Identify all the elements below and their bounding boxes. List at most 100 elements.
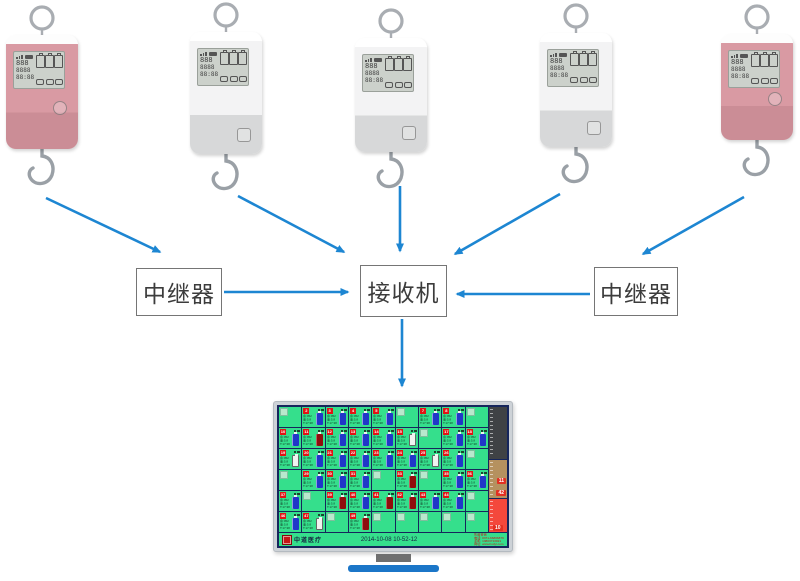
brand-logo (282, 534, 292, 545)
screen-footer: 中道医疗 2014-10-08 10-52-12 售前咨询 电话: 0371-6… (279, 533, 507, 546)
signal-battery-icon (341, 471, 347, 474)
infusion-monitor-1-pink: 888 8888 88:88 (6, 5, 78, 194)
bed-number-badge (420, 429, 428, 437)
receiver-box: 接收机 (360, 265, 447, 317)
lcd-volume-value: 8888 (731, 66, 746, 73)
hook-icon (27, 148, 55, 186)
bottle-icon (292, 494, 300, 509)
bed-number-badge: 33 (396, 471, 403, 477)
bed-number-badge (303, 492, 312, 500)
bottle-icon (479, 431, 486, 446)
bed-number-badge (466, 450, 475, 458)
bed-cell-54 (465, 512, 488, 532)
lcd-display: 888 8888 88:88 (362, 54, 414, 92)
bottle-icon (339, 431, 346, 446)
arrow-device1-to-repeater-left (45, 196, 162, 254)
lcd-rate-value: 888 (550, 57, 563, 65)
power-button[interactable] (402, 126, 416, 140)
bed-number-badge: 8 (443, 408, 450, 414)
bed-number-badge: 39 (326, 492, 333, 498)
bottle-icon (315, 516, 323, 530)
bed-number-badge (373, 471, 382, 479)
power-button[interactable] (53, 101, 67, 115)
bed-cell-34 (419, 470, 442, 490)
signal-battery-icon (294, 429, 301, 432)
signal-battery-icon (364, 492, 371, 495)
bed-number-badge: 19 (280, 450, 286, 456)
bottle-icon (362, 515, 370, 530)
bottle-icon (455, 473, 463, 488)
bed-cell-48 (325, 512, 348, 532)
signal-icon (16, 55, 23, 59)
bed-number-badge: 46 (280, 513, 286, 519)
power-button[interactable] (768, 92, 782, 106)
lcd-volume-value: 8888 (365, 70, 380, 77)
signal-battery-icon (317, 450, 324, 453)
signal-battery-icon (481, 471, 487, 474)
signal-battery-icon (457, 450, 464, 453)
hanging-ring-icon (378, 8, 404, 40)
device-body: 888 8888 88:88 (540, 33, 612, 147)
bed-cell-45 (465, 491, 488, 511)
bed-number-badge: 35 (443, 471, 450, 477)
bottle-icon (385, 431, 393, 446)
bottle-icon (339, 494, 346, 509)
bed-cell-38 (302, 491, 325, 511)
bed-cell-52 (419, 512, 442, 532)
battery-icon (24, 55, 33, 59)
alarm-chip-1: 11 (496, 478, 506, 484)
bed-number-badge: 30 (326, 471, 333, 477)
bed-cell-28 (279, 470, 302, 490)
signal-battery-icon (387, 429, 394, 432)
infusion-monitor-5-pink: 888 8888 88:88 (721, 4, 793, 185)
lcd-display: 888 8888 88:88 (13, 51, 65, 89)
hanging-ring-icon (744, 4, 770, 36)
monitor-base (347, 565, 439, 572)
alarm-sidebar: 11 42 10 (489, 407, 507, 532)
bed-number-badge (466, 492, 475, 500)
bed-number-badge (373, 513, 382, 521)
bottle-icon (479, 473, 486, 488)
power-button[interactable] (237, 128, 251, 142)
signal-battery-icon (411, 450, 417, 453)
power-button[interactable] (587, 121, 601, 135)
bottle-icon (315, 473, 323, 488)
bed-number-badge: 17 (443, 429, 450, 435)
signal-battery-icon (317, 513, 324, 516)
bottle-icon (362, 452, 370, 467)
bed-number-badge (396, 513, 405, 521)
signal-battery-icon (411, 492, 417, 495)
bed-number-badge: 26 (443, 450, 450, 456)
hook-icon (211, 153, 239, 191)
bed-number-badge (396, 408, 405, 416)
signal-icon (731, 54, 738, 58)
bed-cell-50 (372, 512, 395, 532)
bed-cell-53 (442, 512, 465, 532)
